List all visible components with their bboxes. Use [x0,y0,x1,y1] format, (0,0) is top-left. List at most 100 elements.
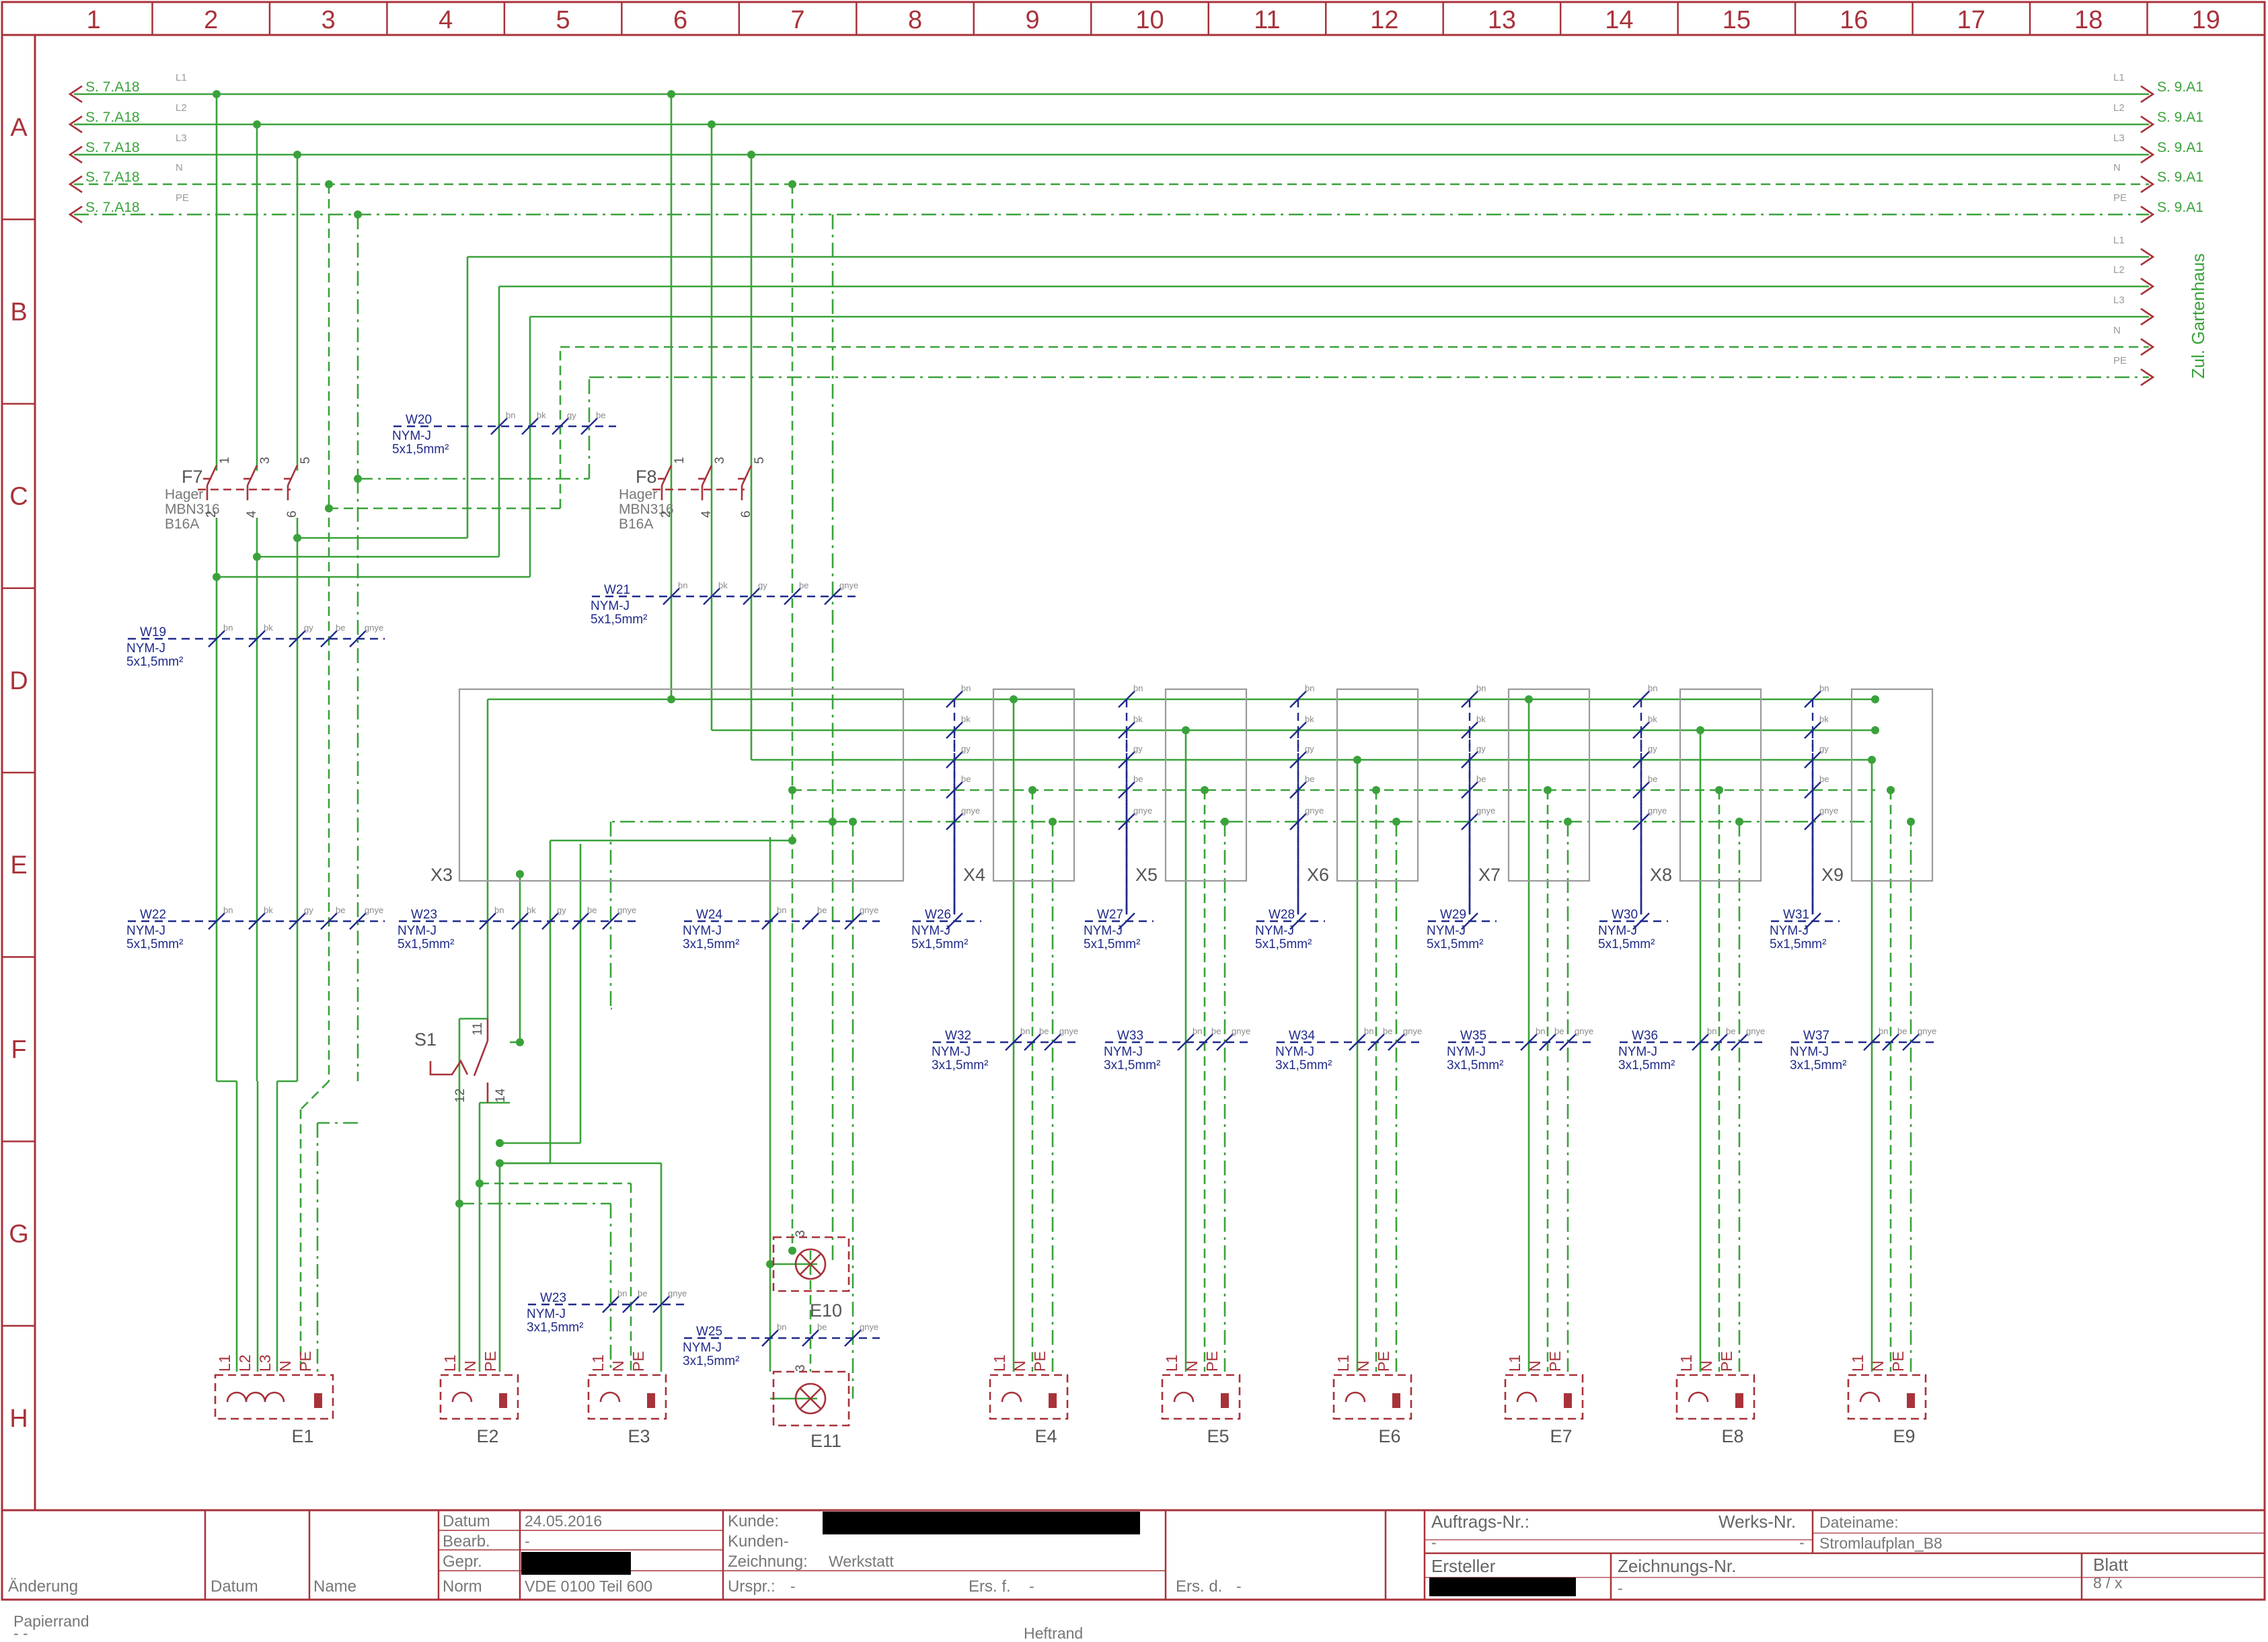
column-number: 11 [1254,6,1280,34]
conductor-code: gnye [668,1288,687,1298]
conductor-code: be [596,410,605,420]
consumer-label: E9 [1893,1426,1915,1446]
bus-phase-right: L3 [2113,132,2125,144]
branch-wiring [953,695,1915,1372]
garden-arrow [2140,338,2155,356]
conductor-code: be [336,905,345,915]
bus-arrow-right [2140,175,2155,194]
column-number: 16 [1840,6,1868,34]
bus-arrow-left [68,85,83,104]
box-entry-mark: be [1289,774,1314,799]
conductor-code: bn [1364,1026,1373,1036]
column-number: 12 [1370,6,1398,34]
tb-kunden-line1: Kunden- [728,1532,789,1551]
box-entry-mark: gnye [1804,806,1838,830]
cable-type: NYM-J [527,1307,566,1321]
box-entry-mark: bk [1632,714,1657,739]
cable-id: W26 [925,908,951,922]
consumer-terminal: PE [1546,1351,1564,1372]
conductor-code: gnye [1648,806,1667,816]
tb-gepr: Gepr. [443,1553,482,1571]
conductor-code: bn [617,1288,627,1298]
consumer-terminal: L1 [441,1354,459,1372]
cable-type: NYM-J [683,1341,722,1355]
garden-phase: L3 [2113,295,2125,306]
conductor-code: bk [1133,714,1143,724]
conductor-code: gnye [1133,806,1152,816]
box-x5 [1164,688,1248,882]
bus-phase-left: N [176,162,183,173]
sheet-frame [1,1,2266,1601]
cable-size: 5x1,5mm² [1084,937,1140,951]
breaker-pin: 1 [218,457,232,464]
bus-arrow-left [68,175,83,194]
consumer-label: E2 [476,1426,498,1446]
conductor-code: gnye [1819,806,1838,816]
conductor-code: gy [567,410,576,420]
box-entry-mark: bn [1461,683,1486,708]
tb-name: Name [313,1577,356,1596]
row-letter: G [9,1220,29,1249]
box-entry-mark: bk [1289,714,1314,739]
cable-type: NYM-J [932,1045,971,1059]
consumer-terminal: L1 [216,1354,233,1372]
conductor-code: be [961,774,971,784]
conductor-code: bn [1193,1026,1202,1036]
box-entry-mark: gnye [1118,806,1152,830]
main-bus [74,93,2149,379]
tb-datum: Datum [211,1577,258,1596]
column-number: 14 [1605,6,1633,34]
conductor-code: be [638,1288,647,1298]
cable-type: NYM-J [1104,1045,1143,1059]
bus-ref-right: S. 9.A1 [2157,200,2203,215]
consumer-terminal: PE [1718,1351,1735,1372]
conductor-code: bk [264,905,273,915]
cable-id: W36 [1632,1029,1658,1043]
bus-phase-left: PE [176,192,189,204]
consumer-label: E5 [1207,1426,1229,1446]
row-letter: F [11,1035,26,1064]
cable-size: 3x1,5mm² [683,937,739,951]
junction-dots [213,90,1879,1268]
conductor-code: gnye [365,623,383,633]
cable-id: W29 [1440,908,1466,922]
breaker-model: MBN316 [619,502,674,517]
conductor-code: bn [223,905,233,915]
conductor-code: be [1819,774,1829,784]
cable-type: NYM-J [392,429,431,443]
conductor-code: be [587,905,597,915]
conductor-code: bk [718,580,728,590]
box-entry-mark: be [1804,774,1829,799]
cable-type: NYM-J [1427,924,1466,938]
conductor-code: bk [537,410,546,420]
consumer-terminal: L1 [1849,1354,1866,1372]
conductor-code: gnye [1305,806,1324,816]
cable-size: 5x1,5mm² [1770,937,1826,951]
tb-auftrag: Auftrags-Nr.: [1431,1512,1529,1532]
cable-size: 3x1,5mm² [683,1354,739,1368]
title-block-text: Änderung Datum Name Datum 24.05.2016 Bea… [8,1512,2129,1642]
conductor-code: be [1726,1026,1735,1036]
cable-type: NYM-J [683,924,722,938]
breaker-maker: Hager [619,487,657,502]
consumer-terminal: PE [297,1351,314,1372]
column-number: 13 [1488,6,1516,34]
bus-ref-right: S. 9.A1 [2157,169,2203,185]
conductor-code: bn [506,410,515,420]
row-letter: B [10,298,27,326]
cable-size: 5x1,5mm² [1598,937,1655,951]
breaker-pin: 2 [204,510,219,518]
consumer-label: E4 [1034,1426,1057,1446]
cable-size: 3x1,5mm² [527,1321,583,1335]
tb-norm-value: VDE 0100 Teil 600 [525,1577,652,1595]
bus-phase-left: L2 [176,102,187,114]
breaker-pin: 3 [258,457,272,464]
breaker-model: MBN316 [165,502,220,517]
bus-ref-right: S. 9.A1 [2157,110,2203,125]
consumer-terminal: PE [1203,1351,1221,1372]
